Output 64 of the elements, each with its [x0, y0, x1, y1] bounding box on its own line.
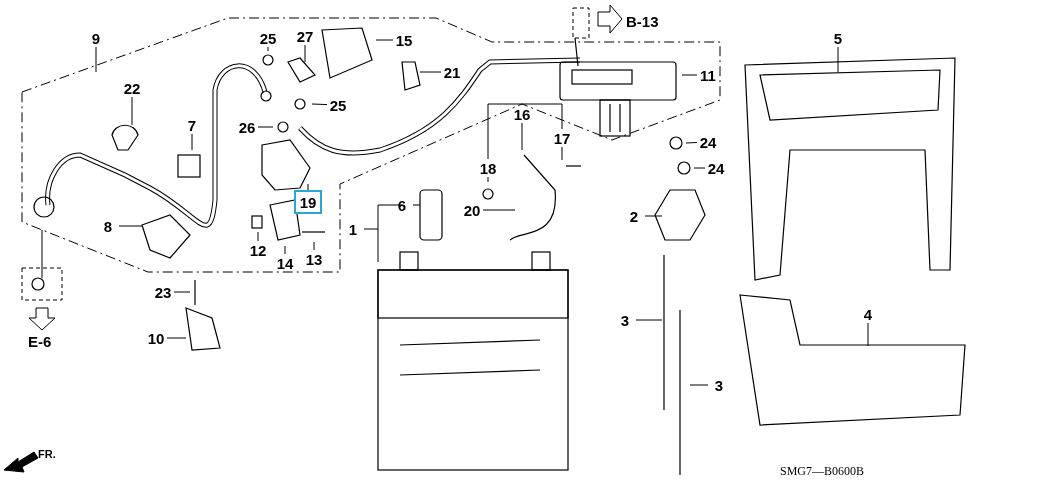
leader-line [284, 245, 286, 255]
leader-line [375, 39, 394, 41]
callout-number: 12 [247, 241, 269, 259]
callout-number: 25 [257, 29, 279, 47]
highlighted-callout-number: 19 [294, 190, 322, 214]
callout-number: 3 [708, 376, 730, 394]
leader-line [363, 228, 379, 230]
callout-number: 6 [391, 196, 413, 214]
callout-number: 27 [294, 27, 316, 45]
reference-label: E-6 [28, 332, 52, 352]
callout-number: 26 [236, 118, 258, 136]
leader-line [644, 215, 663, 217]
callout-number: 5 [827, 29, 849, 47]
front-direction-label: FR. [38, 447, 56, 462]
leader-line [191, 133, 193, 151]
callout-number: 24 [697, 133, 719, 151]
leader-line [482, 209, 501, 211]
leader-line [257, 231, 259, 242]
callout-number: 7 [181, 116, 203, 134]
callout-number: 14 [274, 254, 296, 272]
leader-line [118, 225, 143, 227]
callout-number: 22 [121, 79, 143, 97]
callout-number: 8 [97, 217, 119, 235]
leader-line [173, 291, 191, 293]
leader-line [837, 46, 839, 73]
diagram-code: SMG7—B0600B [780, 463, 865, 480]
leader-line [166, 337, 187, 339]
leader-line [419, 71, 442, 73]
leader-line [487, 176, 489, 183]
leader-line [267, 46, 269, 52]
callout-number: 9 [85, 29, 107, 47]
callout-number: 15 [393, 31, 415, 49]
callout-number: 18 [477, 159, 499, 177]
callout-number: 10 [145, 329, 167, 347]
leader-line [131, 96, 133, 126]
callout-number: 11 [697, 66, 719, 84]
leader-line [635, 319, 663, 321]
leader-line [304, 44, 306, 63]
leader-line [257, 126, 274, 128]
callout-number: 3 [614, 311, 636, 329]
leader-line [685, 142, 698, 144]
callout-number: 13 [303, 250, 325, 268]
leader-line [689, 384, 709, 386]
callout-number: 25 [327, 96, 349, 114]
callout-number: 23 [152, 283, 174, 301]
leader-line [412, 204, 421, 206]
callout-number: 21 [441, 63, 463, 81]
leader-line [561, 146, 563, 161]
leader-line [487, 103, 563, 160]
callout-number: 20 [461, 201, 483, 219]
callout-number: 2 [623, 207, 645, 225]
callout-number: 16 [511, 105, 533, 123]
leader-line [867, 322, 869, 347]
leader-line [693, 167, 706, 169]
callout-number: 4 [857, 305, 879, 323]
reference-label: B-13 [626, 12, 659, 32]
callout-number: 24 [705, 159, 727, 177]
callout-number: 1 [342, 220, 364, 238]
callout-number: 17 [551, 129, 573, 147]
leader-line [95, 46, 97, 73]
leader-line [521, 122, 523, 151]
leader-line [311, 103, 328, 106]
leader-line [313, 241, 315, 251]
leader-line [681, 74, 698, 76]
